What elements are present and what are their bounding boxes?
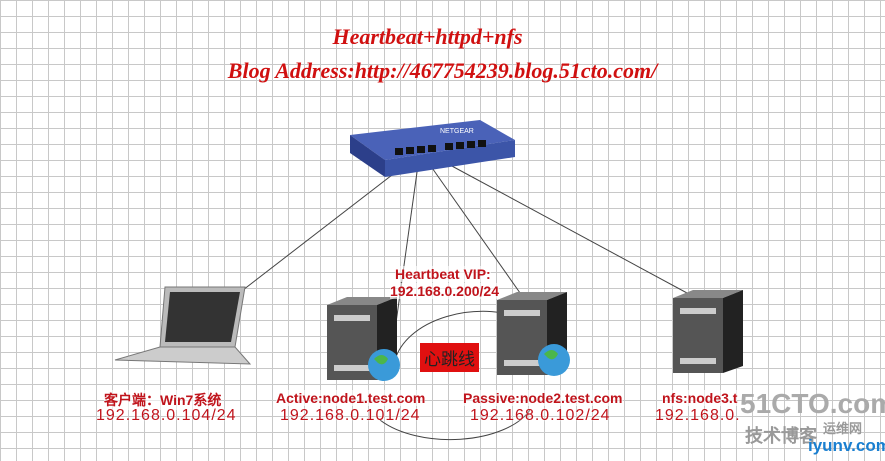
globe-icon: [368, 349, 400, 381]
watermark-51cto: 51CTO.com: [740, 388, 885, 419]
link-node2: [429, 164, 526, 301]
node1-name: Active:node1.test.com: [276, 390, 426, 406]
node3-name: nfs:node3.t: [662, 390, 738, 406]
switch-brand: NETGEAR: [440, 128, 474, 135]
server-icon-nfs: [668, 288, 748, 383]
watermark-url: iyunv.com: [808, 436, 885, 455]
link-node1: [394, 164, 419, 331]
laptop-icon: [110, 282, 255, 372]
watermark-cn: 运维网: [823, 421, 863, 436]
blog-address: Blog Address:http://467754239.blog.51cto…: [227, 58, 658, 83]
server-icon-node1: [322, 295, 402, 390]
diagram-title: Heartbeat+httpd+nfs: [332, 24, 523, 49]
vip-label: Heartbeat VIP:: [395, 266, 491, 282]
link-node3: [449, 164, 701, 301]
node2-ip: 192.168.0.102/24: [470, 407, 611, 424]
globe-icon: [538, 344, 570, 376]
node1-ip: 192.168.0.101/24: [280, 407, 421, 424]
heartbeat-line-label: 心跳线: [420, 343, 479, 372]
client-ip: 192.168.0.104/24: [96, 407, 237, 424]
node3-ip: 192.168.0.: [655, 407, 741, 424]
vip-ip: 192.168.0.200/24: [390, 283, 499, 299]
server-icon-node2: [492, 290, 572, 385]
switch-icon: NETGEAR: [340, 115, 520, 177]
link-client: [229, 164, 406, 301]
heartbeat-arc-bottom: [379, 409, 531, 441]
node2-name: Passive:node2.test.com: [463, 390, 623, 406]
client-name: 客户端：Win7系统: [104, 390, 222, 410]
watermark-blog: 技术博客: [745, 426, 817, 446]
